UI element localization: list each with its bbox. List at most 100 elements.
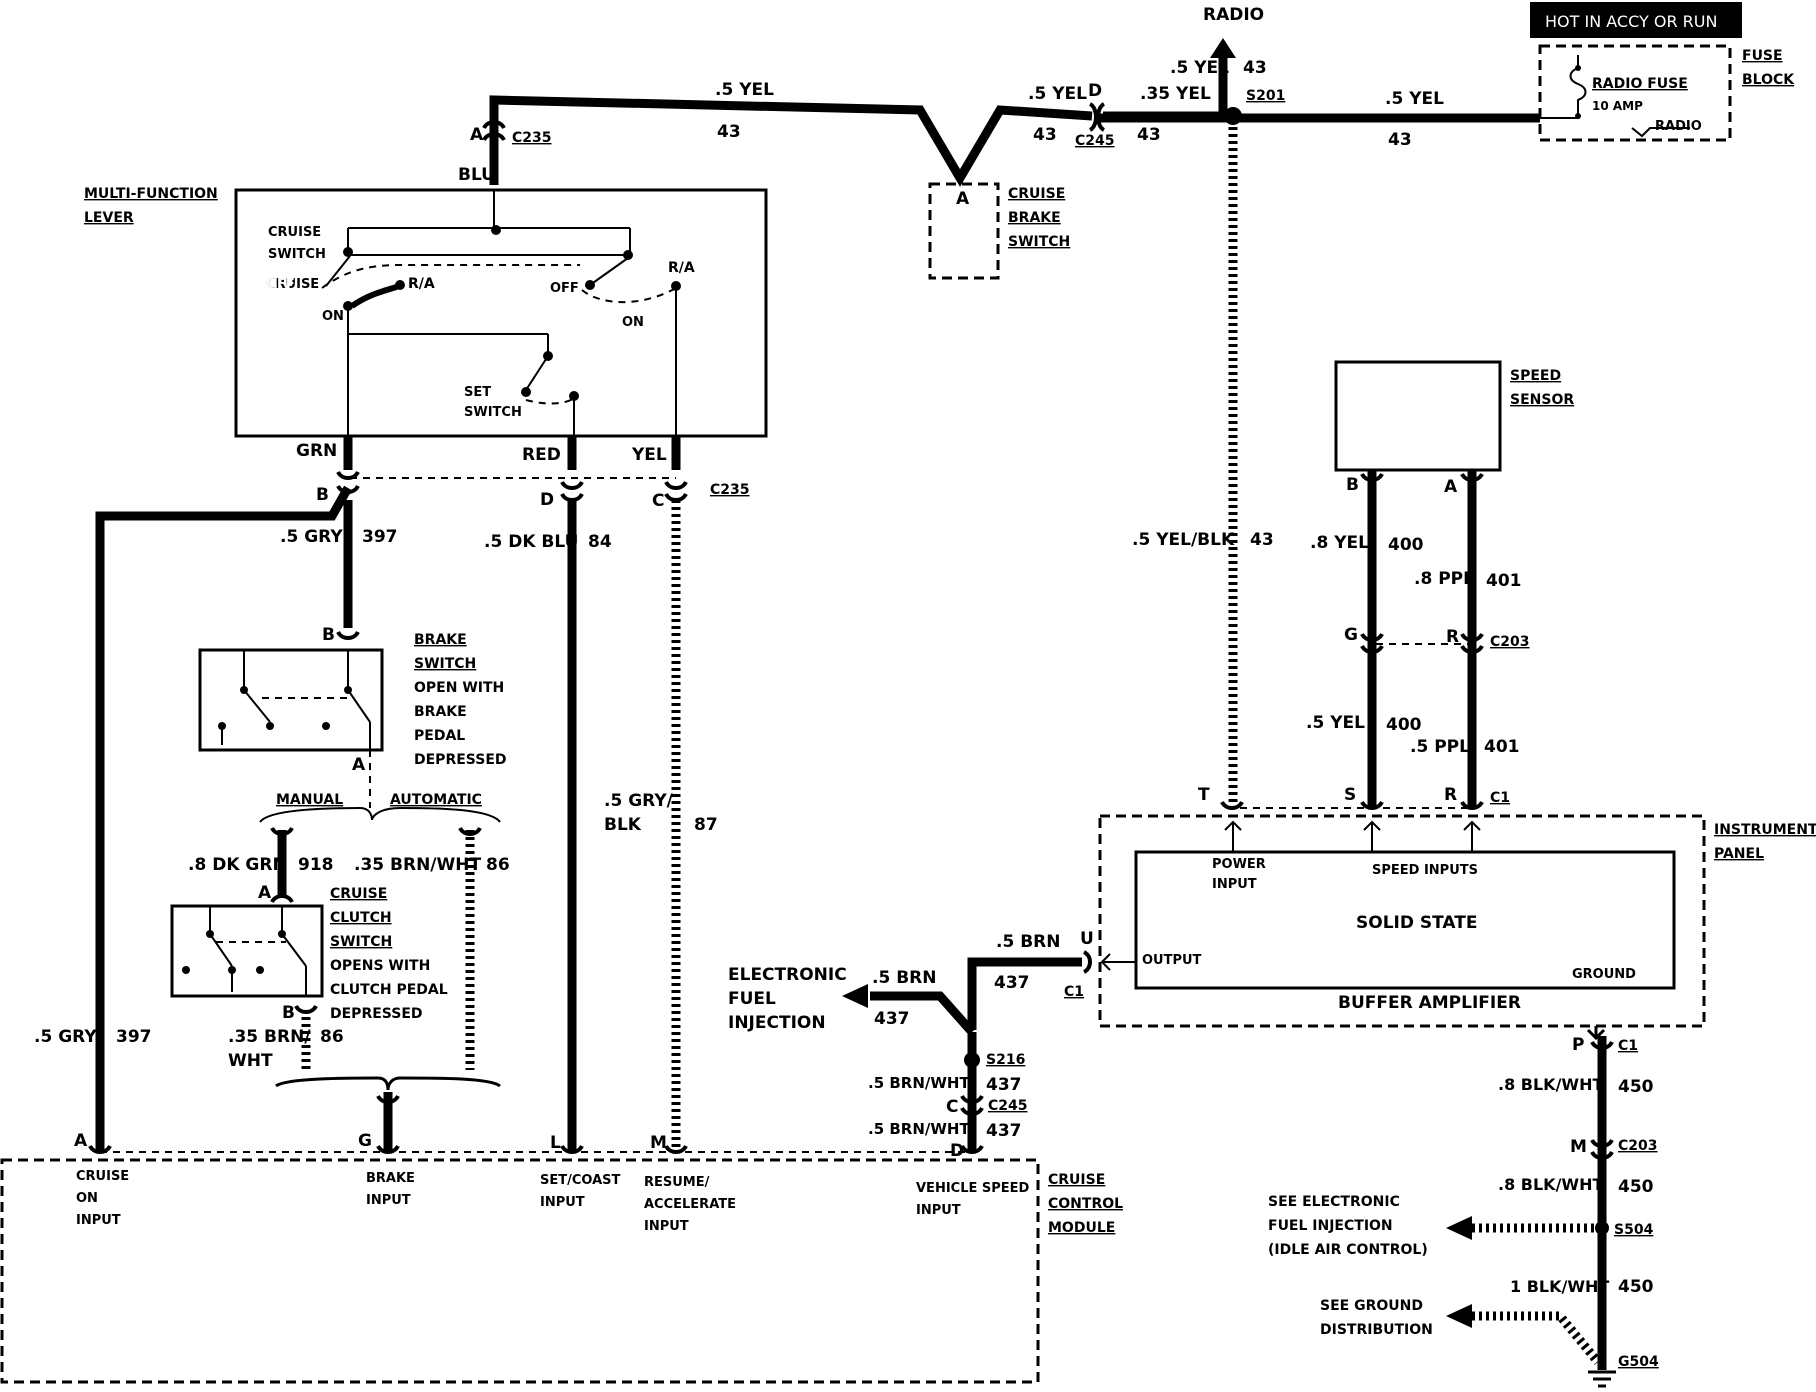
ground-circuit: P C1 .8 BLK/WHT 450 M C203 .8 BLK/WHT 45… bbox=[1268, 1026, 1659, 1388]
svg-text:INPUT: INPUT bbox=[366, 1193, 411, 1208]
svg-text:CLUTCH: CLUTCH bbox=[330, 910, 392, 926]
on-left: ON bbox=[322, 309, 344, 324]
svg-text:PEDAL: PEDAL bbox=[414, 728, 465, 744]
svg-text:C: C bbox=[946, 1097, 958, 1117]
svg-text:B: B bbox=[1346, 475, 1359, 495]
svg-text:P: P bbox=[1572, 1035, 1584, 1055]
svg-text:437: 437 bbox=[994, 973, 1030, 993]
svg-text:400: 400 bbox=[1386, 715, 1422, 735]
svg-text:OPENS WITH: OPENS WITH bbox=[330, 958, 430, 974]
svg-text:ON: ON bbox=[76, 1191, 98, 1206]
svg-text:.5 YEL: .5 YEL bbox=[1306, 713, 1365, 733]
svg-text:INPUT: INPUT bbox=[644, 1219, 689, 1234]
svg-text:MULTI-FUNCTION: MULTI-FUNCTION bbox=[84, 186, 218, 202]
svg-text:450: 450 bbox=[1618, 1277, 1654, 1297]
svg-text:C: C bbox=[652, 491, 664, 511]
svg-text:401: 401 bbox=[1484, 737, 1520, 757]
svg-text:87: 87 bbox=[694, 815, 718, 835]
svg-text:C203: C203 bbox=[1618, 1138, 1658, 1154]
hot-in-accy-badge: HOT IN ACCY OR RUN bbox=[1530, 2, 1742, 38]
svg-text:SET/COAST: SET/COAST bbox=[540, 1173, 621, 1188]
svg-text:400: 400 bbox=[1388, 535, 1424, 555]
fuse-block: RADIO FUSE 10 AMP RADIO FUSE BLOCK bbox=[1538, 44, 1795, 142]
svg-text:.8 YEL: .8 YEL bbox=[1310, 533, 1369, 553]
svg-text:SEE ELECTRONIC: SEE ELECTRONIC bbox=[1268, 1194, 1400, 1210]
svg-text:.5 DK BLU: .5 DK BLU bbox=[484, 532, 578, 552]
svg-text:.5 YEL: .5 YEL bbox=[1385, 89, 1444, 109]
svg-text:.5 GRY: .5 GRY bbox=[280, 527, 343, 547]
svg-text:FUSE: FUSE bbox=[1742, 48, 1783, 64]
svg-text:CRUISE: CRUISE bbox=[76, 1169, 129, 1184]
svg-text:SENSOR: SENSOR bbox=[1510, 392, 1574, 408]
svg-text:INPUT: INPUT bbox=[1212, 877, 1257, 892]
svg-text:A: A bbox=[74, 1131, 88, 1151]
svg-text:A: A bbox=[352, 755, 366, 775]
svg-text:84: 84 bbox=[588, 532, 612, 552]
svg-text:RED: RED bbox=[522, 445, 561, 465]
svg-text:43: 43 bbox=[1388, 130, 1412, 150]
svg-text:.5 PPL: .5 PPL bbox=[1410, 737, 1470, 757]
svg-text:43: 43 bbox=[1137, 125, 1161, 145]
svg-text:43: 43 bbox=[717, 122, 741, 142]
svg-text:DISTRIBUTION: DISTRIBUTION bbox=[1320, 1322, 1433, 1338]
svg-text:M: M bbox=[1570, 1137, 1587, 1157]
svg-text:450: 450 bbox=[1618, 1077, 1654, 1097]
svg-text:.5 YEL: .5 YEL bbox=[1028, 84, 1087, 104]
clutch-wires: .8 DK GRN 918 .35 BRN/WHT 86 A bbox=[188, 826, 510, 1070]
svg-text:DEPRESSED: DEPRESSED bbox=[414, 752, 507, 768]
off-left: OFF bbox=[266, 277, 295, 292]
svg-text:.8 PPL: .8 PPL bbox=[1414, 569, 1474, 589]
svg-text:C1: C1 bbox=[1618, 1038, 1638, 1054]
svg-text:BRAKE: BRAKE bbox=[414, 632, 467, 648]
svg-text:PANEL: PANEL bbox=[1714, 846, 1764, 862]
svg-text:918: 918 bbox=[298, 855, 334, 875]
svg-text:ELECTRONIC: ELECTRONIC bbox=[728, 965, 847, 985]
cruise-control-module: A G L M CRUISE ON INPUT BRAKE INPUT SET/… bbox=[0, 1027, 1123, 1384]
svg-text:R: R bbox=[1444, 785, 1457, 805]
svg-text:.35 YEL: .35 YEL bbox=[1140, 84, 1211, 104]
svg-text:A: A bbox=[1444, 477, 1458, 497]
svg-text:LEVER: LEVER bbox=[84, 210, 134, 226]
svg-text:M: M bbox=[650, 1133, 667, 1153]
svg-text:1 BLK/WHT: 1 BLK/WHT bbox=[1510, 1277, 1609, 1296]
svg-text:86: 86 bbox=[486, 855, 510, 875]
circuit-43: 43 bbox=[1243, 58, 1267, 78]
svg-text:.5 BRN/WHT: .5 BRN/WHT bbox=[868, 1074, 970, 1092]
svg-text:C1: C1 bbox=[1064, 984, 1084, 1000]
svg-text:GRN: GRN bbox=[296, 441, 337, 461]
svg-text:FUEL: FUEL bbox=[728, 989, 776, 1009]
svg-text:S201: S201 bbox=[1246, 88, 1285, 104]
svg-text:CONTROL: CONTROL bbox=[1048, 1196, 1123, 1212]
svg-text:INSTRUMENT: INSTRUMENT bbox=[1714, 822, 1816, 838]
svg-text:.8 BLK/WHT: .8 BLK/WHT bbox=[1498, 1075, 1603, 1094]
svg-text:SPEED INPUTS: SPEED INPUTS bbox=[1372, 863, 1478, 878]
cruise-brake-switch: A CRUISE BRAKE SWITCH bbox=[928, 182, 1070, 280]
ra-left: R/A bbox=[408, 276, 435, 292]
svg-text:G504: G504 bbox=[1618, 1354, 1659, 1370]
svg-text:B: B bbox=[282, 1003, 295, 1023]
svg-text:BRAKE: BRAKE bbox=[366, 1171, 415, 1186]
svg-text:U: U bbox=[1080, 929, 1094, 949]
svg-text:INPUT: INPUT bbox=[76, 1213, 121, 1228]
svg-text:BLK: BLK bbox=[604, 815, 642, 835]
speed-sensor: SPEED SENSOR B A .8 YEL 400 .8 PPL 401 G… bbox=[1306, 360, 1574, 808]
svg-text:397: 397 bbox=[362, 527, 398, 547]
svg-text:SWITCH: SWITCH bbox=[414, 656, 476, 672]
svg-text:BRAKE: BRAKE bbox=[1008, 210, 1061, 226]
svg-text:S216: S216 bbox=[986, 1052, 1025, 1068]
svg-text:CRUISE: CRUISE bbox=[266, 277, 319, 292]
radio-fuse-label: RADIO FUSE bbox=[1592, 76, 1688, 92]
svg-text:S504: S504 bbox=[1614, 1222, 1654, 1238]
svg-text:.35 BRN/: .35 BRN/ bbox=[228, 1027, 311, 1047]
svg-text:401: 401 bbox=[1486, 571, 1522, 591]
wire-label-yel5: .5 YEL bbox=[1170, 58, 1229, 78]
svg-text:D: D bbox=[540, 490, 554, 510]
svg-text:.35 BRN/WHT: .35 BRN/WHT bbox=[354, 855, 481, 875]
svg-text:437: 437 bbox=[874, 1009, 910, 1029]
svg-text:POWER: POWER bbox=[1212, 857, 1266, 872]
svg-text:VEHICLE SPEED: VEHICLE SPEED bbox=[916, 1181, 1030, 1196]
svg-text:B: B bbox=[322, 625, 335, 645]
svg-text:450: 450 bbox=[1618, 1177, 1654, 1197]
svg-text:D: D bbox=[1088, 81, 1102, 101]
svg-text:86: 86 bbox=[320, 1027, 344, 1047]
